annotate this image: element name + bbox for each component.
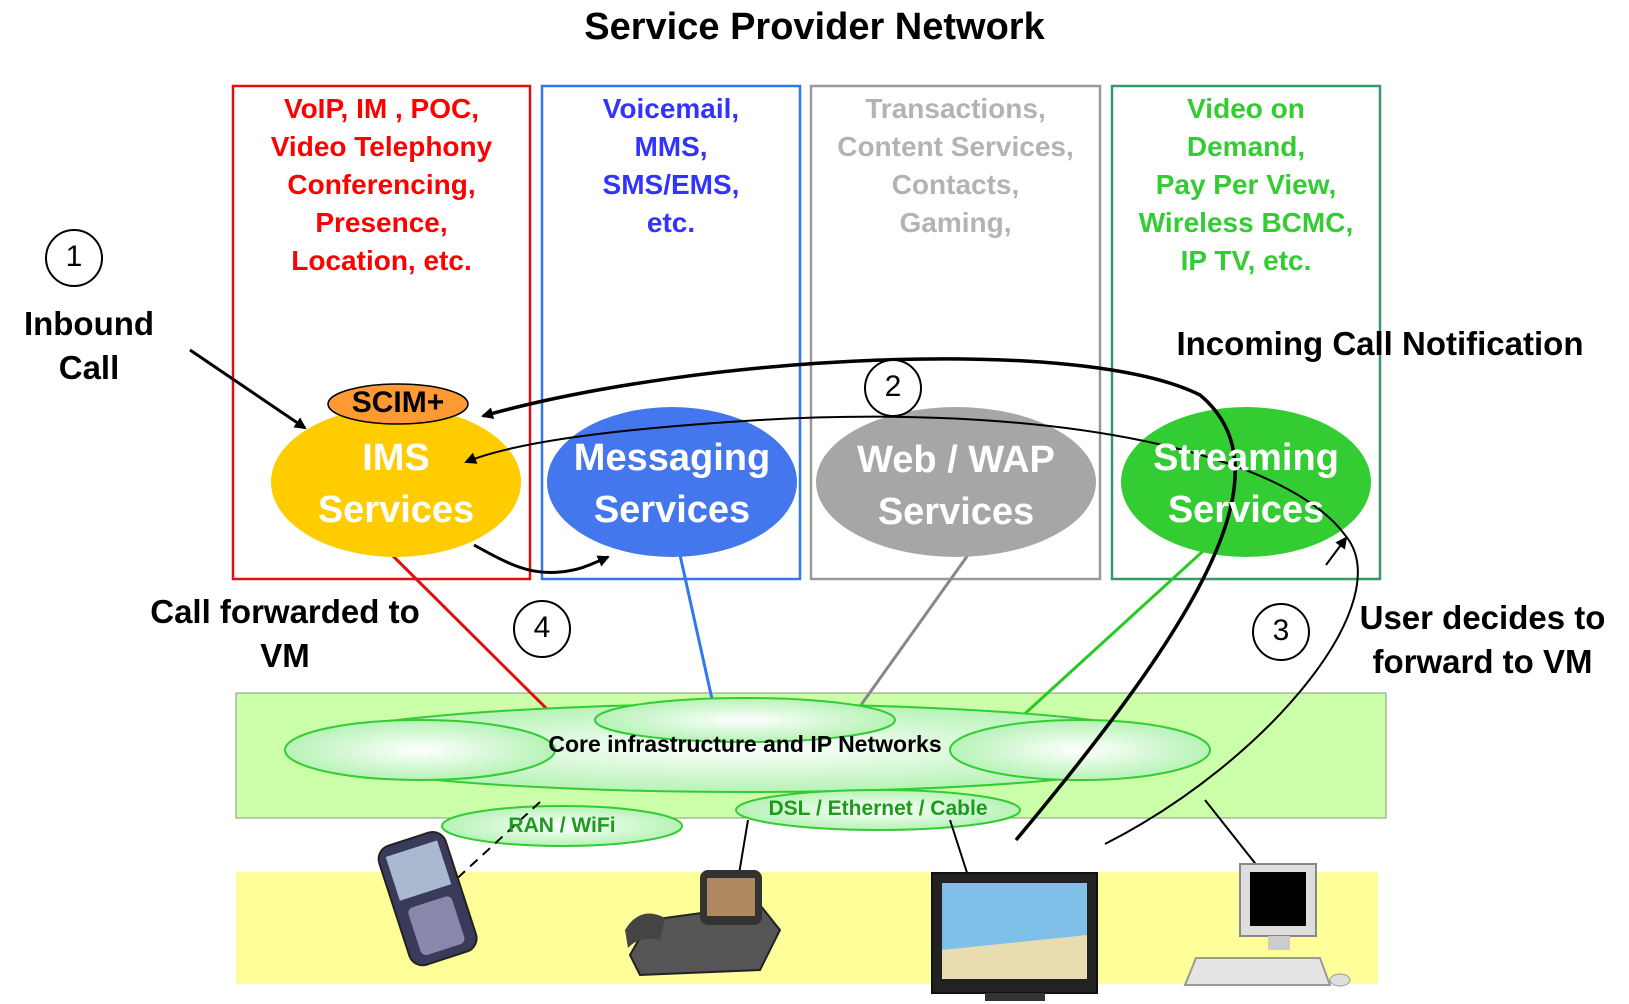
mobile-phone-icon [377, 831, 478, 967]
user-line2: forward to VM [1372, 643, 1593, 680]
web-service-list: Transactions, Content Services, Contacts… [811, 90, 1100, 242]
ims-service-line: Location, etc. [291, 245, 472, 276]
step-4-number: 4 [533, 611, 551, 644]
streaming-services-node [1121, 407, 1371, 557]
streaming-column-box [1110, 84, 1382, 581]
user-decides-label: User decides to forward to VM [1340, 596, 1625, 684]
diagram-title: Service Provider Network [584, 6, 1045, 48]
web-label-line1: Web / WAP [857, 439, 1055, 481]
web-service-line: Transactions, [865, 93, 1046, 124]
ims-services-node [271, 407, 521, 557]
messaging-service-line: MMS, [634, 131, 708, 162]
ran-cloud [441, 805, 683, 847]
inbound-call-arrow [189, 348, 307, 430]
messaging-services-label: Messaging Services [547, 432, 797, 536]
tv-to-streaming-arrow [1325, 536, 1348, 566]
messaging-service-line: etc. [646, 207, 696, 238]
step-1-circle [45, 229, 103, 287]
streaming-service-line: IP TV, etc. [1180, 245, 1312, 276]
messaging-service-line: Voicemail, [602, 93, 740, 124]
messaging-label-line2: Services [593, 489, 751, 531]
web-service-line: Contacts, [891, 169, 1020, 200]
video-phone-icon [625, 870, 782, 977]
web-service-line: Content Services, [837, 131, 1074, 162]
forwarded-line2: VM [260, 637, 310, 674]
step-2-number: 2 [884, 370, 902, 403]
forward-to-vm-arrow [473, 543, 610, 575]
messaging-services-node [547, 407, 797, 557]
streaming-label-line1: Streaming [1153, 437, 1339, 479]
messaging-connector [678, 554, 716, 709]
step-3-number: 3 [1272, 614, 1290, 647]
inbound-line2: Call [58, 349, 120, 386]
television-icon [931, 872, 1098, 1001]
ims-column-box [231, 84, 532, 581]
ims-label-line1: IMS [362, 437, 430, 479]
user-line1: User decides to [1359, 599, 1606, 636]
step-1-number: 1 [65, 240, 83, 273]
ims-service-line: Presence, [315, 207, 448, 238]
inbound-line1: Inbound [23, 305, 155, 342]
streaming-service-line: Video on [1187, 93, 1305, 124]
messaging-service-line: SMS/EMS, [602, 169, 740, 200]
streaming-service-line: Pay Per View, [1155, 169, 1337, 200]
core-network-label: Core infrastructure and IP Networks [548, 731, 942, 757]
streaming-label-line2: Services [1167, 489, 1325, 531]
ims-services-label: IMS Services [276, 432, 516, 536]
step-2-circle [864, 359, 922, 417]
ims-service-line: VoIP, IM , POC, [283, 93, 479, 124]
mobile-wireless-link [449, 801, 541, 886]
dsl-cloud [735, 789, 1021, 831]
ims-service-list: VoIP, IM , POC, Video Telephony Conferen… [233, 90, 530, 280]
dsl-label: DSL / Ethernet / Cable [768, 797, 988, 820]
ims-connector [390, 553, 562, 724]
step-4-circle [513, 600, 571, 658]
inbound-call-label: Inbound Call [4, 302, 174, 390]
web-connector [859, 554, 970, 706]
streaming-service-list: Video on Demand, Pay Per View, Wireless … [1112, 90, 1380, 280]
streaming-service-line: Wireless BCMC, [1138, 207, 1354, 238]
messaging-service-list: Voicemail, MMS, SMS/EMS, etc. [542, 90, 800, 242]
ran-wifi-label: RAN / WiFi [508, 814, 616, 837]
web-column-box [809, 84, 1102, 581]
scim-label: SCIM+ [351, 386, 445, 419]
notification-label: Incoming Call Notification [1176, 325, 1584, 362]
web-label-line2: Services [877, 491, 1035, 533]
call-forwarded-label: Call forwarded to VM [130, 590, 440, 678]
computer-link [1204, 799, 1263, 873]
ims-label-line2: Services [317, 489, 475, 531]
web-service-line: Gaming, [899, 207, 1012, 238]
messaging-label-line1: Messaging [573, 437, 771, 479]
desktop-computer-icon [1183, 863, 1351, 987]
ims-service-line: Conferencing, [287, 169, 476, 200]
tv-link [949, 819, 971, 883]
streaming-services-label: Streaming Services [1121, 432, 1371, 536]
step-3-circle [1252, 603, 1310, 661]
notification-arrow [481, 357, 1237, 842]
web-services-label: Web / WAP Services [816, 434, 1096, 538]
streaming-service-line: Demand, [1186, 131, 1306, 162]
ims-service-line: Video Telephony [270, 131, 493, 162]
core-cloud [284, 697, 1211, 793]
web-services-node [816, 407, 1096, 557]
messaging-column-box [540, 84, 802, 581]
forward-decision-arrow [464, 415, 1359, 845]
scim-node [327, 383, 469, 425]
forwarded-line1: Call forwarded to [150, 593, 420, 630]
